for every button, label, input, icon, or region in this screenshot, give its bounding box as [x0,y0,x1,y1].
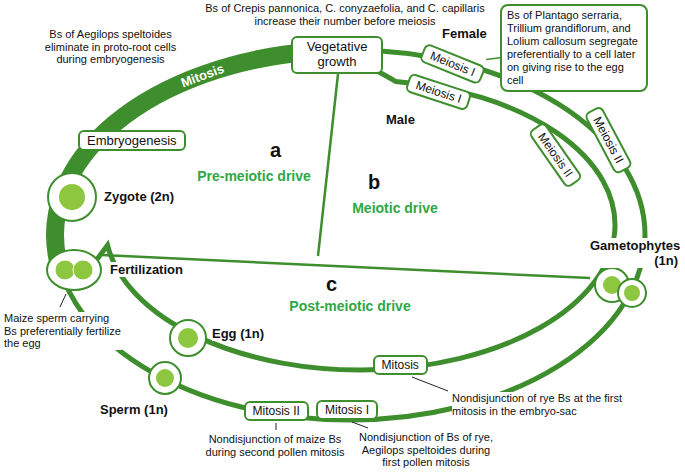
sector-title: Post-meiotic drive [280,298,420,315]
cell-label: Gametophytes (1n) [590,238,678,268]
sector-divider [318,74,338,256]
cell-label: Zygote (2n) [104,189,174,204]
sector-title: Pre-meiotic drive [184,168,324,185]
node-text: Meiosis II [590,114,626,165]
cell-node: Sperm (1n) [100,358,185,420]
cell-outline [170,320,206,356]
annotation-text: Maize sperm carrying Bs preferentially f… [4,312,122,350]
leader-line [352,422,368,428]
annotation-text: Bs of Aegilops speltoides eliminate in p… [38,28,183,66]
sector-letter: a [270,138,281,162]
process-box: Meiosis II [583,105,633,175]
band-label: Mitosis [179,61,226,89]
process-box: Mitosis [373,355,428,375]
process-box: Meiosis II [527,121,583,189]
cell-nucleus [55,260,75,280]
node-text: Mitosis [382,358,419,372]
cell-nucleus [59,184,85,210]
cell-node: Gametophytes (1n) [590,238,683,314]
pathway-label: Male [386,112,415,128]
node-text: Meiosis I [428,49,477,80]
node-text: Meiosis I [413,78,462,106]
node-text: Meiosis II [535,130,576,180]
mitosis-band [55,52,309,261]
sector-letter: b [368,170,380,194]
sector-divider [102,255,590,278]
inner-cycle-ring [95,62,615,370]
sector-title: Meiotic drive [340,200,450,217]
node-text: Mitosis I [325,403,369,417]
process-box: Embryogenesis [78,130,186,151]
leader-line [60,294,66,307]
cell-nucleus [178,328,198,348]
pathway-label: Female [442,26,487,42]
leader-line [412,377,448,391]
outer-cycle-ring [55,50,645,420]
cell-outline [149,362,181,394]
leader-line [486,58,500,60]
annotation-text: Nondisjunction of Bs of rye, Aegilops sp… [352,431,500,469]
cell-label: Sperm (1n) [100,402,168,417]
cell-node: Zygote (2n) [44,170,194,225]
cell-nucleus [156,369,174,387]
process-box: Mitosis II [244,401,309,421]
cell-node: Egg (1n) [168,318,268,358]
node-text: Embryogenesis [87,133,177,148]
cell-node: Fertilization [40,248,190,292]
cell-outline [48,173,96,221]
leader-line [276,423,277,430]
annotation-text: Nondisjunction of maize Bs during second… [205,433,345,458]
process-box: Vegetative growth [291,36,383,74]
cell-nucleus [73,260,93,280]
annotation-text: Bs of Crepis pannonica, C. conyzaefolia,… [200,2,490,27]
cell-label: Fertilization [110,262,183,277]
cell-outline [47,250,101,290]
node-text: Bs of Plantago serraria, Trillium grandi… [507,9,641,87]
cell-outline [618,279,646,307]
sector-letter: c [326,272,337,296]
process-box: Mitosis I [316,400,378,420]
callout-box: Bs of Plantago serraria, Trillium grandi… [500,4,648,92]
annotation-text: Nondisjunction of rye Bs at the first mi… [452,392,652,417]
node-text: Vegetative growth [299,40,375,70]
cell-nucleus [624,285,640,301]
node-text: Mitosis II [253,404,300,418]
cell-label: Egg (1n) [212,326,264,341]
